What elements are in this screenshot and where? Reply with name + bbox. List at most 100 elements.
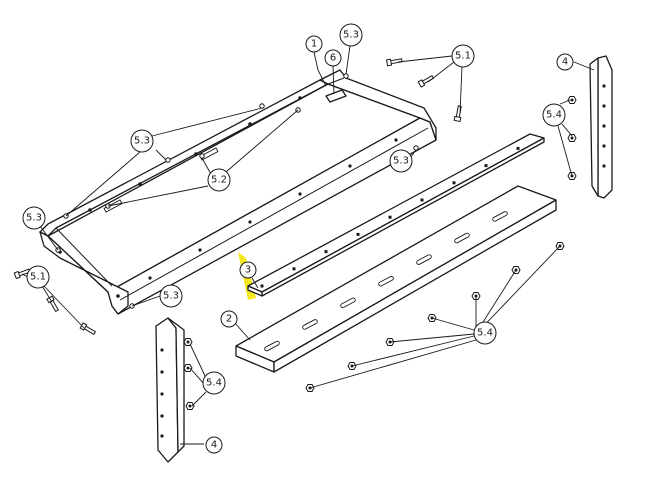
callout-5-1-top: 5.1	[451, 44, 475, 68]
callout-5-3-left-upper: 5.3	[130, 129, 154, 153]
callout-4-label: 4	[211, 440, 217, 451]
bolt-head	[385, 58, 393, 67]
wear-strip-hole	[516, 146, 520, 150]
blade-slot	[378, 275, 394, 287]
callout-5-1-left: 5.1	[26, 265, 50, 289]
blade-slot	[340, 297, 356, 309]
tray-fold-line	[55, 227, 113, 287]
tray-hole	[248, 220, 252, 224]
fasteners-nuts	[183, 96, 577, 410]
callout-3-label: 3	[245, 265, 251, 276]
callout-5-3-label: 5.3	[163, 291, 179, 302]
tray-slot	[103, 199, 123, 213]
bracket-hole	[602, 104, 606, 108]
tray-hole	[194, 152, 198, 156]
blade-side	[273, 199, 557, 373]
wear-strip-hole	[292, 267, 296, 271]
bolt-head	[165, 157, 171, 163]
part-4-end-bracket-right	[589, 55, 613, 199]
part-2-scraper-blade	[235, 185, 557, 373]
tray-hole	[348, 164, 352, 168]
nut-hole	[570, 136, 574, 140]
callout-5-3-top: 5.3	[339, 23, 363, 47]
callout-5-4-label: 5.4	[546, 110, 562, 121]
part-1-deflector-tray	[39, 69, 437, 315]
nut-hole	[570, 98, 574, 102]
nut-icon	[185, 402, 195, 410]
blade-slot	[492, 211, 508, 222]
callout-1: 1	[305, 35, 323, 53]
wear-strip-hole	[388, 215, 392, 219]
bracket-hole	[602, 124, 606, 128]
nut-icon	[183, 364, 193, 372]
callout-5-1-label: 5.1	[30, 272, 46, 283]
tray-left-end	[39, 231, 129, 315]
callout-5-4-right: 5.4	[542, 103, 566, 127]
wear-strip-hole	[356, 232, 360, 236]
blade-slots	[264, 211, 508, 352]
nut-hole	[188, 404, 192, 408]
bolt-icon	[417, 75, 435, 88]
wear-strip-hole	[420, 198, 424, 202]
bolt-head	[343, 73, 349, 79]
blade-slot	[264, 340, 280, 352]
part-3-wear-strip	[238, 133, 545, 300]
wear-strip-holes	[260, 146, 520, 288]
part-4-end-bracket-left	[155, 317, 185, 463]
bolt-head	[417, 79, 426, 88]
callout-5-3-bottom: 5.3	[159, 284, 183, 308]
callout-5-4-label: 5.4	[477, 328, 493, 339]
bracket-right-flange	[589, 57, 599, 197]
tray-hole	[138, 182, 142, 186]
bracket-hole	[160, 370, 164, 374]
bracket-hole	[160, 392, 164, 396]
bolt-head	[413, 145, 419, 151]
nut-icon	[183, 338, 193, 346]
nut-hole	[186, 340, 190, 344]
bolt-head	[259, 103, 265, 109]
bolt-icon	[165, 157, 171, 163]
nut-hole	[186, 366, 190, 370]
bracket-left-flange	[167, 317, 185, 453]
nut-icon	[567, 96, 577, 104]
callout-4-left: 4	[205, 436, 223, 454]
tray-lip-line	[119, 127, 429, 301]
callout-6-label: 6	[330, 53, 336, 64]
callout-6: 6	[324, 49, 342, 67]
callout-5-3-label: 5.3	[343, 30, 359, 41]
blade-slot	[416, 254, 432, 265]
tray-hole	[88, 208, 92, 212]
callout-5-4-bottom: 5.4	[473, 321, 497, 345]
callout-2-label: 2	[226, 314, 232, 325]
bolt-icon	[199, 153, 205, 159]
part-6-label-plate	[325, 89, 347, 103]
wear-strip-hole	[260, 284, 264, 288]
callout-5-4-left: 5.4	[202, 371, 226, 395]
tray-hole	[116, 294, 120, 298]
tray-right-end	[319, 69, 437, 141]
bolt-head	[199, 153, 205, 159]
callout-5-3-right: 5.3	[389, 149, 413, 173]
tray-hole	[248, 122, 252, 126]
callout-4-label: 4	[562, 57, 568, 68]
callout-5-2-label: 5.2	[211, 175, 227, 186]
callout-5-3-label: 5.3	[26, 213, 42, 224]
wear-strip-hole	[324, 250, 328, 254]
bolt-icon	[46, 295, 59, 313]
bolt-icon	[343, 73, 349, 79]
tray-hole	[148, 276, 152, 280]
callout-5-2: 5.2	[207, 168, 231, 192]
blade-slot	[302, 319, 318, 330]
nut-icon	[567, 134, 577, 142]
callout-5-3-left: 5.3	[22, 206, 46, 230]
bracket-hole	[602, 144, 606, 148]
callout-5-1-label: 5.1	[455, 51, 471, 62]
leader-lines	[21, 45, 595, 445]
bolt-icon	[259, 103, 265, 109]
fasteners-bolts	[13, 58, 462, 335]
tray-hole	[394, 138, 398, 142]
bracket-hole	[160, 348, 164, 352]
callout-1-label: 1	[311, 39, 317, 50]
